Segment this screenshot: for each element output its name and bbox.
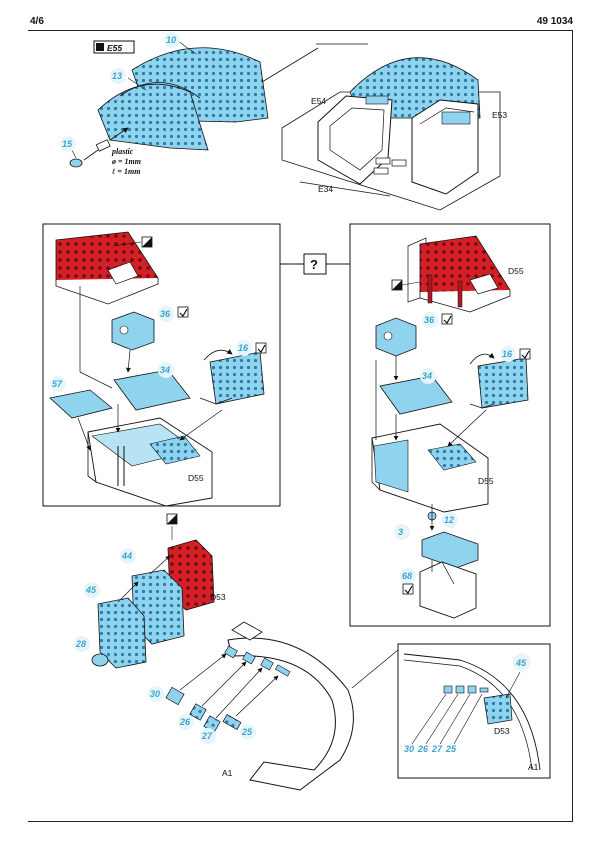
part-36-box [111, 311, 155, 351]
left-part-number-34: 34 [160, 365, 170, 375]
part-45-panel [97, 597, 147, 669]
assembled-cockpit-view: E54 E53 E34 [281, 57, 507, 211]
part-30-plate [165, 686, 185, 706]
plastic-rod [95, 139, 111, 152]
right-variant-box: D55 36 16 34 D55 12 3 68 [349, 223, 551, 627]
fold-check-icon [255, 342, 267, 354]
right-part-36-box [375, 317, 417, 357]
inset-label-a1: A1 [528, 762, 539, 772]
right-part-number-12: 12 [444, 515, 454, 525]
catalog-number: 49 1034 [536, 16, 573, 27]
right-part-34-plate [379, 375, 453, 415]
part-57-plate [49, 389, 113, 419]
part-16-panel [209, 351, 265, 405]
right-margin-rule [572, 30, 573, 821]
question-icon: ? [280, 253, 350, 275]
header-rule [28, 30, 573, 31]
label-d53: D53 [210, 592, 226, 602]
fold-check-icon [402, 583, 414, 595]
question-symbol: ? [310, 257, 318, 272]
e55-label: E55 [107, 43, 122, 53]
paint-square-icon [141, 236, 153, 248]
part-3-housing [421, 531, 479, 569]
part-number-13: 13 [112, 71, 122, 81]
part-number-28: 28 [75, 639, 86, 649]
inset-callout-30: 30 [404, 744, 414, 754]
label-a1: A1 [222, 768, 233, 778]
part-15-ring [69, 158, 83, 168]
inset-part-45 [483, 693, 513, 725]
right-part-16-panel [477, 357, 529, 409]
part-number-30: 30 [150, 689, 160, 699]
plastic-note-line1: plastic [111, 147, 134, 156]
part-number-10: 10 [166, 35, 176, 45]
left-part-number-36: 36 [160, 309, 171, 319]
right-part-number-3: 3 [398, 527, 403, 537]
right-part-number-34: 34 [422, 371, 432, 381]
part-28-ring [91, 653, 109, 667]
part-number-27: 27 [201, 731, 213, 741]
part-number-15: 15 [62, 139, 73, 149]
part-25-plate [222, 714, 242, 730]
fold-check-icon [441, 313, 453, 325]
label-e34: E34 [318, 184, 333, 194]
fold-check-icon [519, 348, 531, 360]
paint-square-icon [391, 279, 403, 291]
hull-outline-a1 [227, 637, 354, 791]
right-label-d55-body: D55 [478, 476, 494, 486]
base-block [419, 561, 477, 619]
left-label-d55: D55 [188, 473, 204, 483]
part-number-26: 26 [179, 717, 191, 727]
left-variant-box: 36 16 34 57 D55 [42, 223, 281, 507]
page-number: 4/6 [30, 16, 44, 27]
left-part-number-16: 16 [238, 343, 249, 353]
label-e53: E53 [492, 110, 507, 120]
fold-check-icon [177, 306, 189, 318]
inset-callout-27: 27 [431, 744, 443, 754]
footer-rule [28, 821, 573, 822]
step4-hull-a1: A1 30 26 27 25 [148, 621, 399, 791]
panel-part-13 [97, 83, 209, 151]
inset-callout-26: 26 [417, 744, 429, 754]
paint-square-icon [166, 513, 178, 525]
left-part-number-57: 57 [52, 379, 63, 389]
step1-panel-assembly: E55 10 13 15 plastic ø = 1mm ℓ = 1mm [60, 32, 368, 176]
part-number-25: 25 [241, 727, 253, 737]
inset-callout-25: 25 [445, 744, 457, 754]
part-26-plate [189, 703, 207, 721]
inset-part-number-45: 45 [515, 658, 527, 668]
e55-reference-tag: E55 [93, 40, 135, 54]
plastic-note-line2: ø = 1mm [111, 157, 141, 166]
detail-inset: 45 D53 A1 30 26 27 25 [397, 643, 551, 779]
right-part-number-36: 36 [424, 315, 435, 325]
step3-side-panel: D53 44 45 28 [74, 513, 226, 669]
part-number-45: 45 [85, 585, 97, 595]
part-34-plate [113, 369, 191, 411]
part-number-44: 44 [121, 551, 132, 561]
right-part-number-16: 16 [502, 349, 513, 359]
plastic-note-line3: ℓ = 1mm [112, 167, 140, 176]
inset-label-d53: D53 [494, 726, 510, 736]
label-e54: E54 [311, 96, 326, 106]
right-part-number-68: 68 [402, 571, 412, 581]
right-label-d55-top: D55 [508, 266, 524, 276]
